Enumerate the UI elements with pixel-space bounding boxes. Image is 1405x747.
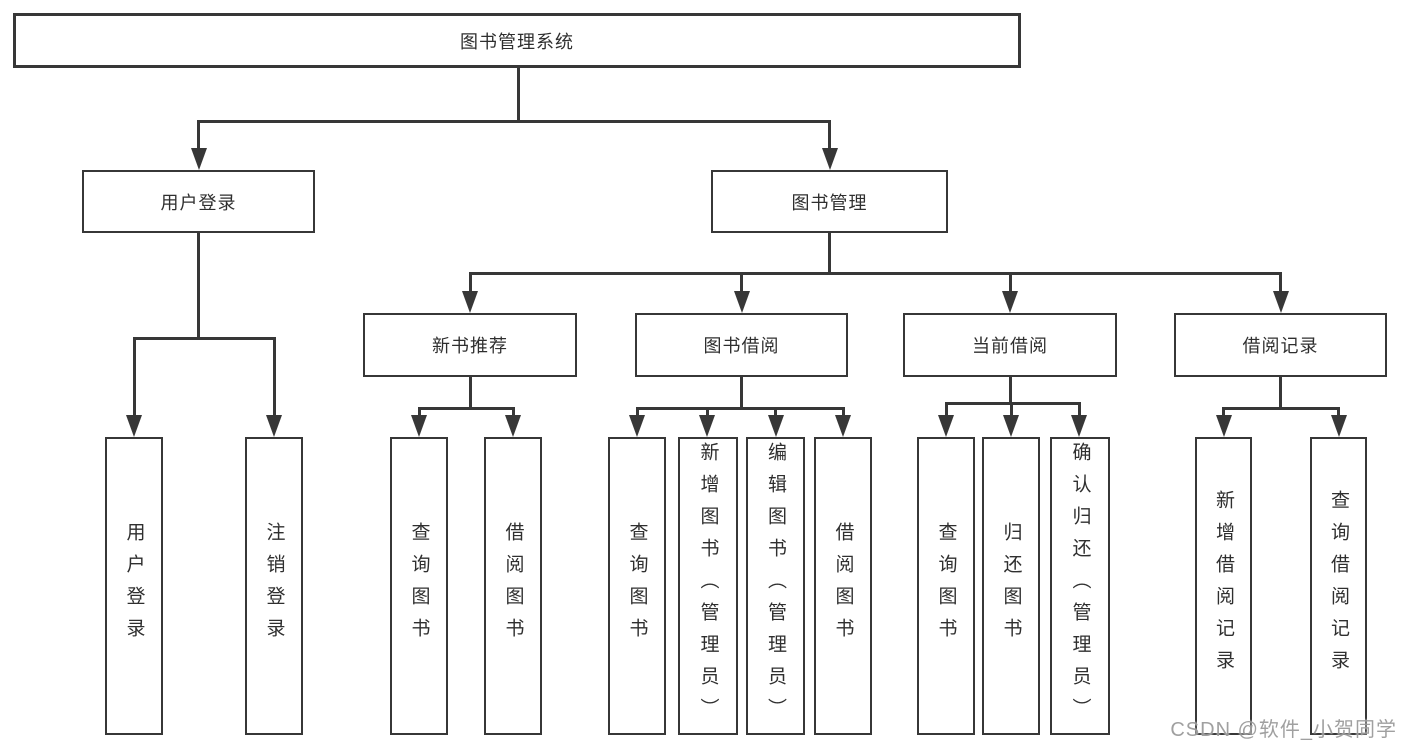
arrow-down-icon bbox=[505, 415, 521, 437]
leaf-confirm-return-admin-label: 确认归还（管理员） bbox=[1069, 442, 1091, 730]
arrow-down-icon bbox=[1272, 291, 1289, 313]
connector-line bbox=[1222, 407, 1340, 410]
connector-line bbox=[468, 272, 1282, 275]
node-root: 图书管理系统 bbox=[13, 13, 1021, 68]
arrow-down-icon bbox=[629, 415, 645, 437]
arrow-down-icon bbox=[835, 415, 851, 437]
connector-line bbox=[132, 337, 276, 340]
node-book-management-label: 图书管理 bbox=[791, 192, 868, 213]
leaf-query-borrow-record-label: 查询借阅记录 bbox=[1328, 490, 1349, 682]
connector-line bbox=[197, 120, 200, 150]
connector-line bbox=[740, 377, 743, 410]
node-user-login-label: 用户登录 bbox=[160, 192, 237, 213]
leaf-query-books-recommend-label: 查询图书 bbox=[408, 522, 430, 650]
connector-line bbox=[1279, 377, 1282, 410]
leaf-query-books-recommend: 查询图书 bbox=[390, 437, 448, 735]
node-book-management: 图书管理 bbox=[711, 170, 948, 233]
node-book-borrow-label: 图书借阅 bbox=[703, 336, 780, 356]
leaf-edit-book-admin: 编辑图书（管理员） bbox=[746, 437, 805, 735]
connector-line bbox=[197, 120, 831, 123]
leaf-borrow-books: 借阅图书 bbox=[814, 437, 872, 735]
leaf-query-books-borrow-label: 查询图书 bbox=[626, 522, 648, 650]
arrow-down-icon bbox=[1002, 291, 1018, 313]
leaf-logout: 注销登录 bbox=[245, 437, 303, 735]
leaf-edit-book-admin-label: 编辑图书（管理员） bbox=[765, 442, 786, 730]
node-book-borrow: 图书借阅 bbox=[635, 313, 848, 377]
arrow-down-icon bbox=[767, 415, 784, 437]
arrow-down-icon bbox=[190, 148, 207, 170]
connector-line bbox=[828, 233, 831, 275]
leaf-logout-label: 注销登录 bbox=[263, 522, 285, 650]
leaf-borrow-books-label: 借阅图书 bbox=[832, 522, 854, 650]
leaf-query-books-current: 查询图书 bbox=[917, 437, 975, 735]
node-new-book-recommend: 新书推荐 bbox=[363, 313, 577, 377]
leaf-borrow-books-recommend: 借阅图书 bbox=[484, 437, 542, 735]
connector-line bbox=[828, 120, 831, 150]
arrow-down-icon bbox=[266, 415, 282, 437]
leaf-query-books-borrow: 查询图书 bbox=[608, 437, 666, 735]
leaf-return-book-label: 归还图书 bbox=[1000, 522, 1022, 650]
leaf-return-book: 归还图书 bbox=[982, 437, 1040, 735]
connector-line bbox=[1279, 272, 1282, 295]
leaf-user-login: 用户登录 bbox=[105, 437, 163, 735]
connector-line bbox=[1008, 272, 1012, 295]
connector-line bbox=[468, 377, 472, 410]
arrow-down-icon bbox=[411, 415, 427, 437]
arrow-down-icon bbox=[1071, 415, 1087, 437]
node-current-borrow-label: 当前借阅 bbox=[972, 336, 1048, 356]
leaf-add-borrow-record-label: 新增借阅记录 bbox=[1213, 490, 1234, 682]
csdn-watermark: CSDN @软件_小贺同学 bbox=[1170, 719, 1397, 741]
arrow-down-icon bbox=[938, 415, 954, 437]
leaf-query-books-current-label: 查询图书 bbox=[935, 522, 957, 650]
connector-line bbox=[468, 272, 472, 295]
leaf-user-login-label: 用户登录 bbox=[123, 522, 145, 650]
leaf-add-borrow-record: 新增借阅记录 bbox=[1195, 437, 1252, 735]
leaf-add-book-admin-label: 新增图书（管理员） bbox=[697, 442, 719, 730]
connector-line bbox=[1009, 402, 1013, 423]
connector-line bbox=[944, 402, 1081, 405]
connector-line bbox=[1008, 377, 1012, 405]
arrow-down-icon bbox=[126, 415, 142, 437]
connector-line bbox=[417, 407, 515, 410]
connector-line bbox=[740, 272, 743, 295]
node-new-book-recommend-label: 新书推荐 bbox=[432, 336, 508, 356]
connector-line bbox=[197, 233, 200, 340]
node-borrow-records: 借阅记录 bbox=[1174, 313, 1387, 377]
connector-line bbox=[516, 68, 520, 123]
node-current-borrow: 当前借阅 bbox=[903, 313, 1117, 377]
node-user-login: 用户登录 bbox=[82, 170, 315, 233]
connector-line bbox=[635, 407, 845, 410]
node-root-label: 图书管理系统 bbox=[460, 31, 574, 52]
node-borrow-records-label: 借阅记录 bbox=[1242, 336, 1319, 356]
arrow-down-icon bbox=[1215, 415, 1232, 437]
leaf-add-book-admin: 新增图书（管理员） bbox=[678, 437, 738, 735]
arrow-down-icon bbox=[462, 291, 478, 313]
leaf-confirm-return-admin: 确认归还（管理员） bbox=[1050, 437, 1110, 735]
connector-line bbox=[1077, 402, 1081, 423]
arrow-down-icon bbox=[733, 291, 750, 313]
arrow-down-icon bbox=[821, 148, 838, 170]
connector-line bbox=[272, 337, 276, 421]
arrow-down-icon bbox=[1003, 415, 1019, 437]
connector-line bbox=[132, 337, 136, 421]
connector-line bbox=[944, 402, 948, 423]
arrow-down-icon bbox=[699, 415, 715, 437]
arrow-down-icon bbox=[1330, 415, 1347, 437]
leaf-borrow-books-recommend-label: 借阅图书 bbox=[502, 522, 524, 650]
leaf-query-borrow-record: 查询借阅记录 bbox=[1310, 437, 1367, 735]
